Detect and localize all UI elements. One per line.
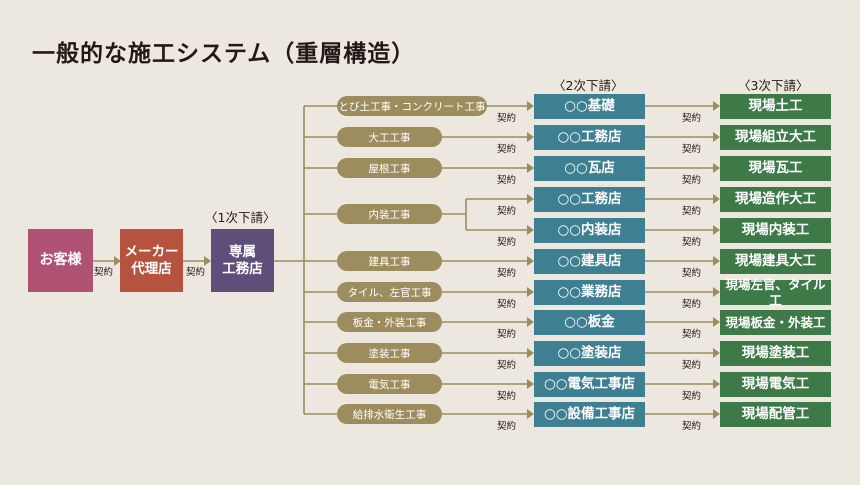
contract-label: 契約 [682,329,702,340]
tier2-box: ○○工務店 [534,187,645,212]
contract-label: 契約 [497,144,517,155]
contract-label: 契約 [682,299,702,310]
tier2-box: ○○建具店 [534,249,645,274]
trade-pill: 建具工事 [337,251,442,271]
tier1-label-line1: 専属 [229,243,256,260]
contract-label: 契約 [497,299,517,310]
contract-label: 契約 [682,175,702,186]
tier2-box: ○○設備工事店 [534,402,645,427]
contract-label: 契約 [682,421,702,432]
contract-label: 契約 [497,391,517,402]
tier3-box: 現場電気工 [720,372,831,397]
tier3-box: 現場建具大工 [720,249,831,274]
contract-label: 契約 [497,113,517,124]
maker-label-line1: メーカー [124,243,179,260]
contract-label: 契約 [682,113,702,124]
contract-label: 契約 [682,391,702,402]
contract-label: 契約 [497,268,517,279]
contract-label: 契約 [682,360,702,371]
contract-label: 契約 [497,360,517,371]
contract-label: 契約 [497,175,517,186]
trade-pill: 給排水衛生工事 [337,404,442,424]
maker-box: メーカー 代理店 [120,229,183,292]
client-box: お客様 [28,229,93,292]
tier1-label-line2: 工務店 [222,260,263,277]
contract-label: 契約 [186,267,206,278]
trade-pill: 電気工事 [337,374,442,394]
maker-label-line2: 代理店 [131,260,172,277]
trade-pill: 内装工事 [337,204,442,224]
client-label: お客様 [39,251,82,268]
tier2-box: ○○基礎 [534,94,645,119]
contract-label: 契約 [682,268,702,279]
tier2-box: ○○瓦店 [534,156,645,181]
trade-pill: とび土工事・コンクリート工事 [337,96,487,116]
contract-label: 契約 [497,206,517,217]
tier2-box: ○○工務店 [534,125,645,150]
tier3-box: 現場土工 [720,94,831,119]
tier3-box: 現場造作大工 [720,187,831,212]
tier2-box: ○○業務店 [534,280,645,305]
tier2-box: ○○電気工事店 [534,372,645,397]
tier2-header: 〈2次下請〉 [553,78,624,93]
contract-label: 契約 [94,267,114,278]
tier3-box: 現場内装工 [720,218,831,243]
trade-pill: 大工工事 [337,127,442,147]
trade-pill: 板金・外装工事 [337,312,442,332]
tier3-box: 現場瓦工 [720,156,831,181]
tier3-box: 現場組立大工 [720,125,831,150]
tier2-box: ○○塗装店 [534,341,645,366]
page-title: 一般的な施工システム（重層構造） [32,41,416,67]
tier3-box: 現場板金・外装工 [720,310,831,335]
contract-label: 契約 [497,237,517,248]
contract-label: 契約 [682,206,702,217]
tier1-box: 専属 工務店 [211,229,274,292]
tier3-header: 〈3次下請〉 [738,78,809,93]
tier3-box: 現場塗装工 [720,341,831,366]
contract-label: 契約 [682,237,702,248]
contract-label: 契約 [497,421,517,432]
contract-label: 契約 [497,329,517,340]
trade-pill: 屋根工事 [337,158,442,178]
tier2-box: ○○板金 [534,310,645,335]
tier3-box: 現場配管工 [720,402,831,427]
tier1-header: 〈1次下請〉 [205,210,276,225]
trade-pill: タイル、左官工事 [337,282,442,302]
trade-pill: 塗装工事 [337,343,442,363]
tier3-box: 現場左官、タイル工 [720,277,831,308]
tier2-box: ○○内装店 [534,218,645,243]
contract-label: 契約 [682,144,702,155]
